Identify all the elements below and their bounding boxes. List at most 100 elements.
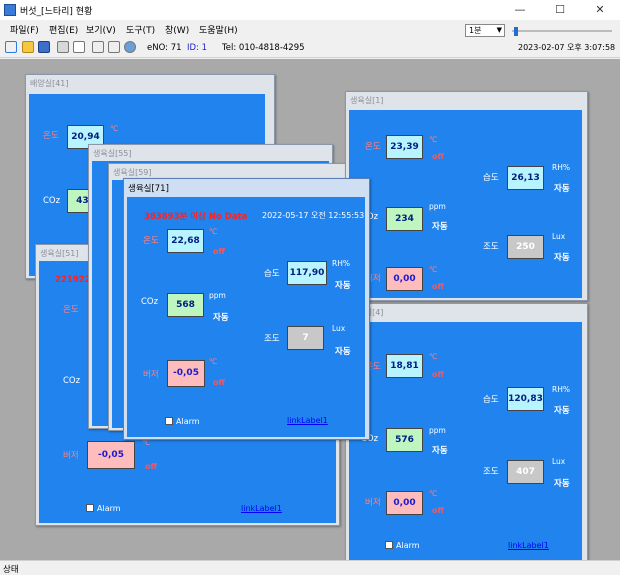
lux-value: 7 bbox=[287, 326, 324, 350]
temp-value: 18,81 bbox=[386, 354, 423, 378]
lux-state: 자동 bbox=[554, 479, 570, 489]
timestamp: 2022-05-17 오전 12:55:53 bbox=[262, 211, 365, 220]
window-title: 생육실[1] bbox=[350, 96, 384, 105]
window-title: 생육실[59] bbox=[113, 168, 152, 177]
heat-value: 0,00 bbox=[386, 267, 423, 291]
window-title: 버섯_[느타리] 현황 bbox=[20, 7, 93, 17]
hum-value: 120,83 bbox=[507, 387, 544, 411]
heat-state: off bbox=[432, 282, 444, 291]
lux-label: 조도 bbox=[483, 242, 499, 252]
heat-unit: ℃ bbox=[142, 438, 151, 447]
lux-unit: Lux bbox=[552, 457, 566, 466]
menu-tools[interactable]: 도구(T) bbox=[126, 26, 156, 36]
hum-label: 습도 bbox=[483, 173, 499, 183]
refresh-slider[interactable] bbox=[512, 27, 612, 37]
temp-label: 온도 bbox=[63, 305, 79, 315]
temp-value: 23,39 bbox=[386, 135, 423, 159]
temp-value: 20,94 bbox=[67, 125, 104, 149]
checkbox-icon bbox=[165, 417, 173, 425]
menu-edit[interactable]: 편집(E) bbox=[49, 26, 79, 36]
menu-window[interactable]: 창(W) bbox=[165, 26, 190, 36]
hum-value: 26,13 bbox=[507, 166, 544, 190]
lux-value: 407 bbox=[507, 460, 544, 484]
temp-state: off bbox=[213, 247, 225, 256]
menu-help[interactable]: 도움말(H) bbox=[199, 26, 238, 36]
heat-value: -0,05 bbox=[87, 441, 135, 469]
calculator-icon[interactable] bbox=[92, 41, 104, 53]
window-title: 생육실[71] bbox=[128, 184, 169, 194]
open-folder-icon[interactable] bbox=[22, 41, 34, 53]
heat-label: 버저 bbox=[365, 498, 381, 508]
temp-label: 온도 bbox=[365, 362, 381, 372]
status-text: 상태 bbox=[3, 565, 19, 575]
toolbar: eNO: 71 ID: 1 Tel: 010-4818-4295 bbox=[0, 38, 620, 58]
heat-state: off bbox=[213, 378, 225, 387]
lux-unit: Lux bbox=[332, 324, 346, 333]
temp-unit: ℃ bbox=[209, 227, 218, 236]
temp-label: 온도 bbox=[43, 131, 59, 141]
window-1[interactable]: 생육실[1] 온도 23,39 ℃ off 습도 26,13 RH% 자동 CO… bbox=[345, 91, 588, 301]
temp-label: 온도 bbox=[365, 142, 381, 152]
slider-thumb[interactable] bbox=[514, 27, 518, 36]
co2-unit: ppm bbox=[209, 291, 226, 300]
heat-label: 버저 bbox=[63, 451, 79, 461]
alarm-checkbox[interactable]: Alarm bbox=[385, 541, 420, 550]
save-icon[interactable] bbox=[38, 41, 50, 53]
id-label: ID: 1 bbox=[187, 43, 208, 53]
maximize-button[interactable]: ☐ bbox=[555, 3, 565, 16]
hum-unit: RH% bbox=[332, 259, 350, 268]
co2-unit: ppm bbox=[429, 202, 446, 211]
app-icon bbox=[4, 4, 16, 16]
heat-label: 버저 bbox=[143, 370, 159, 380]
status-bar: 상태 bbox=[0, 560, 620, 575]
link-label[interactable]: linkLabel1 bbox=[508, 541, 549, 550]
co2-state: 자동 bbox=[432, 222, 448, 232]
title-bar: 버섯_[느타리] 현황 — ☐ ✕ bbox=[0, 0, 620, 20]
hum-state: 자동 bbox=[554, 406, 570, 416]
connect-icon[interactable] bbox=[5, 41, 17, 53]
lux-unit: Lux bbox=[552, 232, 566, 241]
network-icon[interactable] bbox=[124, 41, 136, 53]
menu-file[interactable]: 파일(F) bbox=[10, 26, 39, 36]
chevron-down-icon: ▼ bbox=[496, 26, 502, 34]
heat-value: 0,00 bbox=[386, 491, 423, 515]
checkbox-icon bbox=[385, 541, 393, 549]
print-preview-icon[interactable] bbox=[73, 41, 85, 53]
temp-unit: ℃ bbox=[110, 124, 119, 133]
link-label[interactable]: linkLabel1 bbox=[241, 504, 282, 513]
co2-state: 자동 bbox=[213, 313, 229, 323]
window-title: 생육실[51] bbox=[40, 249, 79, 258]
lux-state: 자동 bbox=[554, 253, 570, 263]
heat-state: off bbox=[432, 506, 444, 515]
co2-label: COz bbox=[141, 297, 159, 307]
lux-value: 250 bbox=[507, 235, 544, 259]
window-title: 생육실[55] bbox=[93, 149, 132, 158]
temp-state: off bbox=[432, 152, 444, 161]
co2-value: 234 bbox=[386, 207, 423, 231]
co2-state: 자동 bbox=[432, 446, 448, 456]
temp-unit: ℃ bbox=[429, 135, 438, 144]
co2-label: COz bbox=[63, 376, 81, 386]
close-button[interactable]: ✕ bbox=[595, 3, 605, 16]
minimize-button[interactable]: — bbox=[514, 3, 526, 16]
hum-state: 자동 bbox=[554, 184, 570, 194]
panel: 온도 18,81 ℃ off 습도 120,83 RH% 자동 COz 576 … bbox=[349, 322, 582, 562]
temp-state: off bbox=[432, 370, 444, 379]
temp-value: 22,68 bbox=[167, 229, 204, 253]
heat-state: off bbox=[145, 462, 157, 471]
link-label[interactable]: linkLabel1 bbox=[287, 416, 328, 425]
window-4[interactable]: 생육실[4] 온도 18,81 ℃ off 습도 120,83 RH% 자동 C… bbox=[345, 303, 588, 562]
checkbox-icon bbox=[86, 504, 94, 512]
window-71[interactable]: 생육실[71] 383893분 이상 No Data 2022-05-17 오전… bbox=[123, 178, 370, 440]
alarm-checkbox[interactable]: Alarm bbox=[86, 504, 121, 513]
heat-unit: ℃ bbox=[429, 489, 438, 498]
menu-view[interactable]: 보기(V) bbox=[86, 26, 116, 36]
alarm-checkbox[interactable]: Alarm bbox=[165, 417, 200, 426]
print-icon[interactable] bbox=[57, 41, 69, 53]
co2-value: 568 bbox=[167, 293, 204, 317]
error-text: 22192228 bbox=[55, 275, 103, 285]
error-text: 383893분 이상 No Data bbox=[144, 212, 248, 222]
settings-icon[interactable] bbox=[108, 41, 120, 53]
eno-label: eNO: 71 bbox=[147, 43, 182, 53]
interval-select[interactable]: 1분▼ bbox=[465, 24, 505, 37]
